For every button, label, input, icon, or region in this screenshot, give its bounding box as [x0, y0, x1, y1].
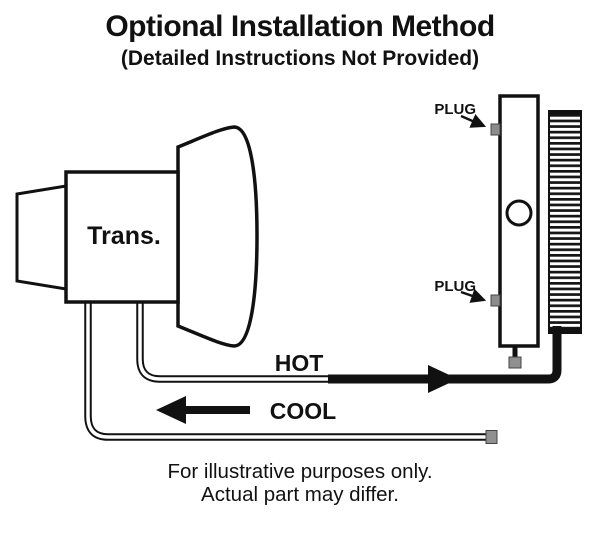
- plug-callout-bottom: PLUG: [434, 278, 487, 303]
- disclaimer-line-2: Actual part may differ.: [201, 482, 399, 506]
- transmission: Trans.: [15, 125, 259, 348]
- cool-flow-arrow: [156, 396, 250, 424]
- transmission-tailshaft: [15, 184, 68, 291]
- plug-bottom-arrow: [460, 288, 487, 303]
- plug-top-label: PLUG: [434, 101, 476, 118]
- transmission-body: [64, 170, 180, 304]
- disclaimer: For illustrative purposes only. Actual p…: [0, 460, 600, 507]
- plug-bottom-label: PLUG: [434, 278, 476, 295]
- hot-flow-arrowhead: [428, 365, 458, 393]
- hot-hose: [136, 302, 562, 393]
- tank-outlet-fitting: [508, 356, 522, 369]
- core-top-cap: [548, 110, 582, 115]
- cool-hose: [84, 302, 498, 444]
- transmission-label: Trans.: [87, 222, 161, 250]
- hot-label: HOT: [275, 350, 324, 376]
- disclaimer-line-1: For illustrative purposes only.: [167, 460, 433, 483]
- cool-hose-fitting: [485, 430, 498, 444]
- plug-top: [490, 123, 501, 136]
- plug-bottom: [490, 294, 501, 307]
- cooler-core-fins: [548, 114, 582, 330]
- transmission-bellhousing: [176, 125, 259, 348]
- cooler: [490, 94, 582, 369]
- page-subtitle: (Detailed Instructions Not Provided): [120, 47, 480, 70]
- cool-label: COOL: [270, 398, 336, 424]
- cooler-tank-hole: [505, 199, 533, 227]
- plug-top-arrow: [460, 114, 487, 128]
- page-title: Optional Installation Method: [105, 10, 495, 43]
- core-bottom-cap: [548, 328, 582, 334]
- plug-callout-top: PLUG: [434, 101, 487, 128]
